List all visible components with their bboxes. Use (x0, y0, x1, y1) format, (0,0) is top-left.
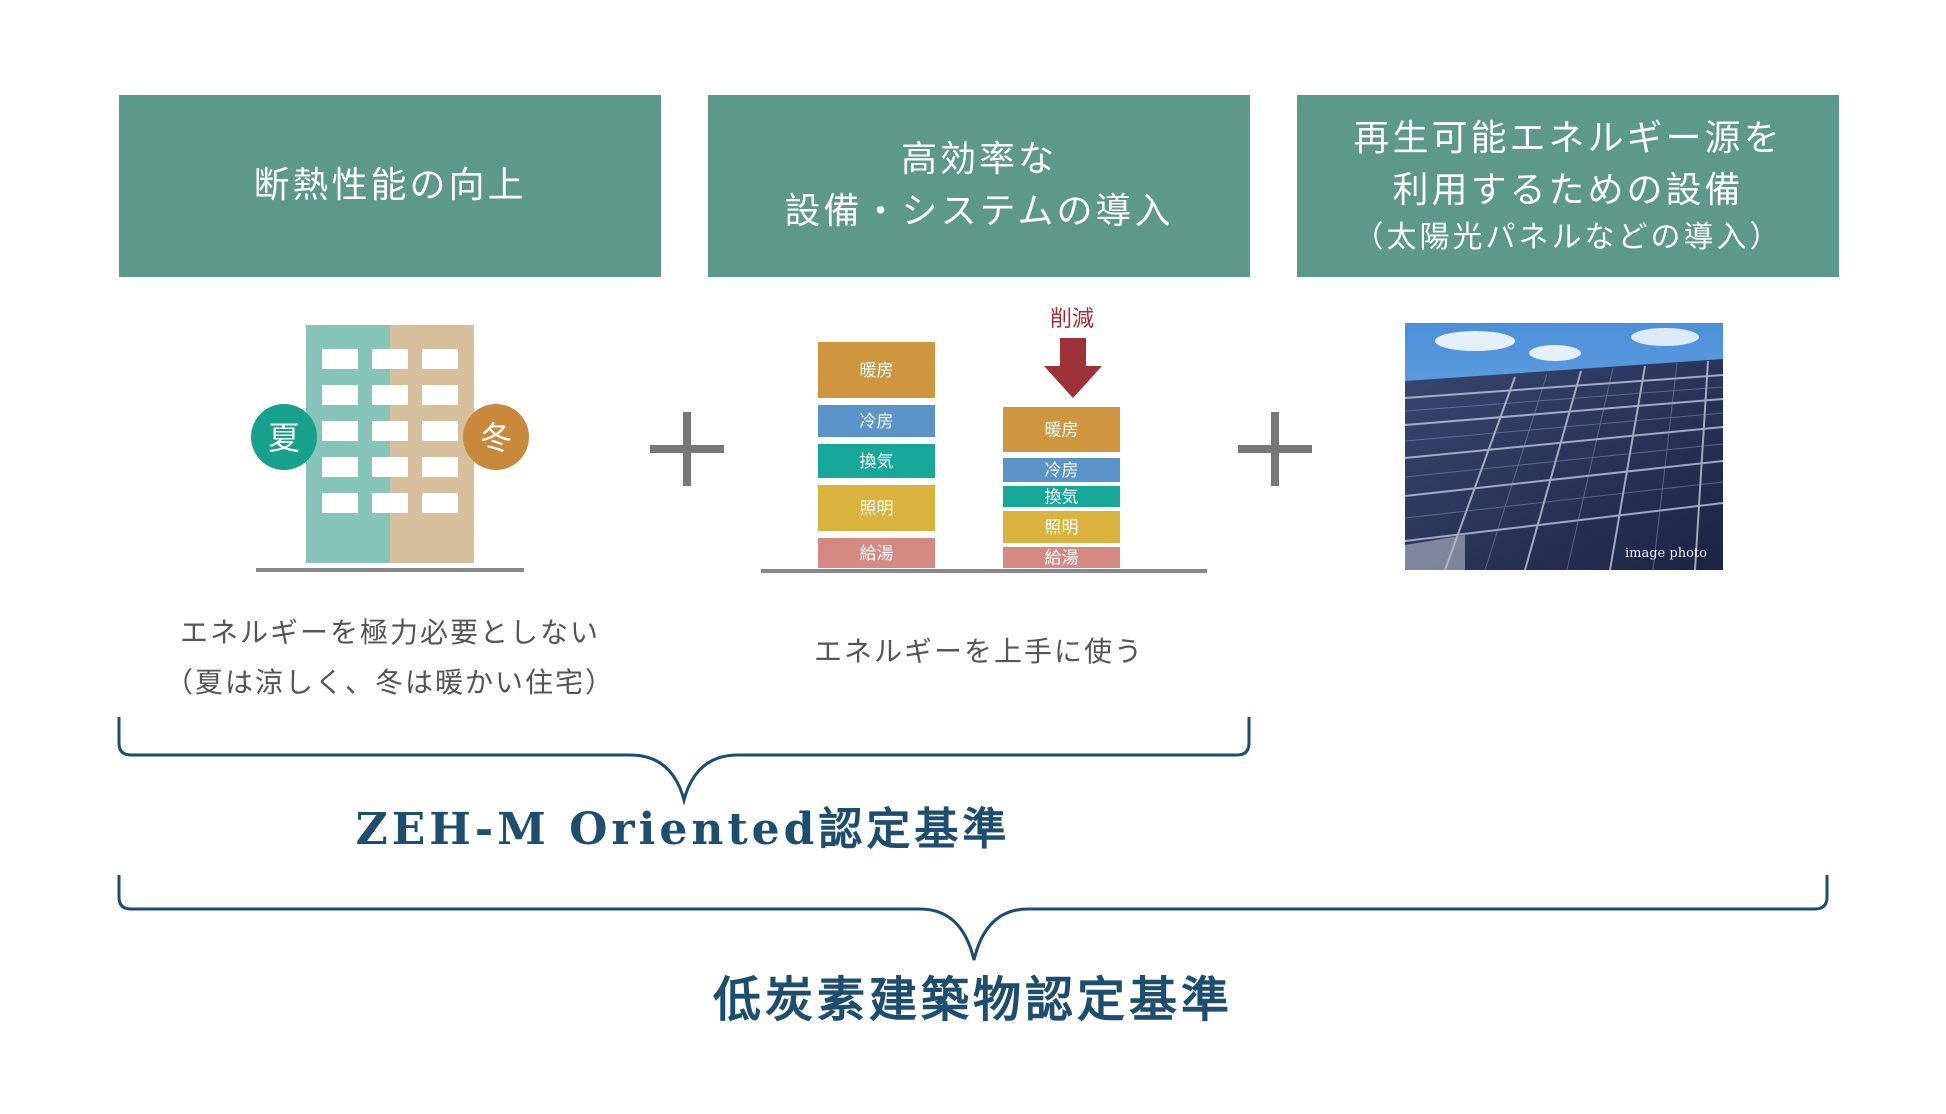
header-efficient-line-1: 高効率な (900, 139, 1057, 180)
stack-segment-label: 暖房 (860, 361, 894, 381)
header-insulation-title: 断熱性能の向上 (253, 165, 527, 206)
stack-segment-label: 換気 (860, 452, 894, 472)
summer-label: 夏 (268, 419, 300, 457)
reduction-label: 削減 (1050, 307, 1094, 332)
insulated-building-illustration: 夏 冬 (251, 325, 529, 572)
bracket-low-carbon (117, 875, 1829, 961)
stack-segment-label: 給湯 (1045, 549, 1079, 569)
winter-label: 冬 (480, 419, 512, 457)
header-efficient-equipment: 高効率な 設備・システムの導入 (708, 95, 1250, 277)
header-renewable-sub: （太陽光パネルなどの導入） (1353, 220, 1783, 255)
plus-icon (650, 412, 724, 486)
summer-badge (251, 404, 317, 470)
zeh-m-oriented-label: ZEH-M Oriented認定基準 (355, 804, 1011, 855)
photo-label: image photo (1625, 546, 1707, 561)
stack-segment-after (1003, 547, 1120, 568)
header-efficient-line-2: 設備・システムの導入 (784, 191, 1174, 232)
ground-line (256, 568, 524, 572)
plus-icon (1238, 412, 1312, 486)
caption-efficiency: エネルギーを上手に使う (708, 627, 1250, 677)
header-insulation: 断熱性能の向上 (119, 95, 661, 277)
stack-segment-before (818, 405, 935, 437)
low-carbon-label: 低炭素建築物認定基準 (712, 972, 1233, 1028)
stack-segment-before (818, 342, 935, 398)
caption-efficiency-line-1: エネルギーを上手に使う (813, 635, 1144, 668)
stack-segment-before (818, 444, 935, 478)
stack-segment-before (818, 538, 935, 568)
stack-segment-label: 照明 (860, 499, 894, 519)
stack-segment-after (1003, 458, 1120, 482)
stack-segment-before (818, 485, 935, 531)
stack-segment-label: 暖房 (1045, 421, 1079, 441)
stack-segment-after (1003, 407, 1120, 452)
stack-segment-label: 冷房 (1045, 461, 1079, 481)
ground-line (761, 569, 1207, 573)
reduction-arrow-icon (1044, 338, 1102, 398)
header-renewable-line-2: 利用するための設備 (1392, 170, 1744, 211)
stack-segment-label: 換気 (1045, 488, 1079, 508)
caption-insulation-line-1: エネルギーを極力必要としない (179, 616, 600, 649)
building-windows (322, 349, 458, 513)
stack-segment-label: 給湯 (860, 544, 894, 564)
caption-insulation-line-2: （夏は涼しく、冬は暖かい住宅） (164, 666, 615, 699)
stack-segment-label: 冷房 (860, 412, 894, 432)
header-renewable-line-1: 再生可能エネルギー源を (1353, 118, 1783, 159)
caption-insulation: エネルギーを極力必要としない （夏は涼しく、冬は暖かい住宅） (119, 608, 661, 708)
stack-segment-after (1003, 511, 1120, 543)
header-renewable: 再生可能エネルギー源を 利用するための設備 （太陽光パネルなどの導入） (1297, 95, 1839, 277)
stack-segment-label: 照明 (1045, 518, 1079, 538)
solar-panel-photo (1405, 323, 1723, 570)
stack-segment-after (1003, 486, 1120, 507)
winter-badge (463, 404, 529, 470)
bracket-zeh (117, 717, 1251, 806)
